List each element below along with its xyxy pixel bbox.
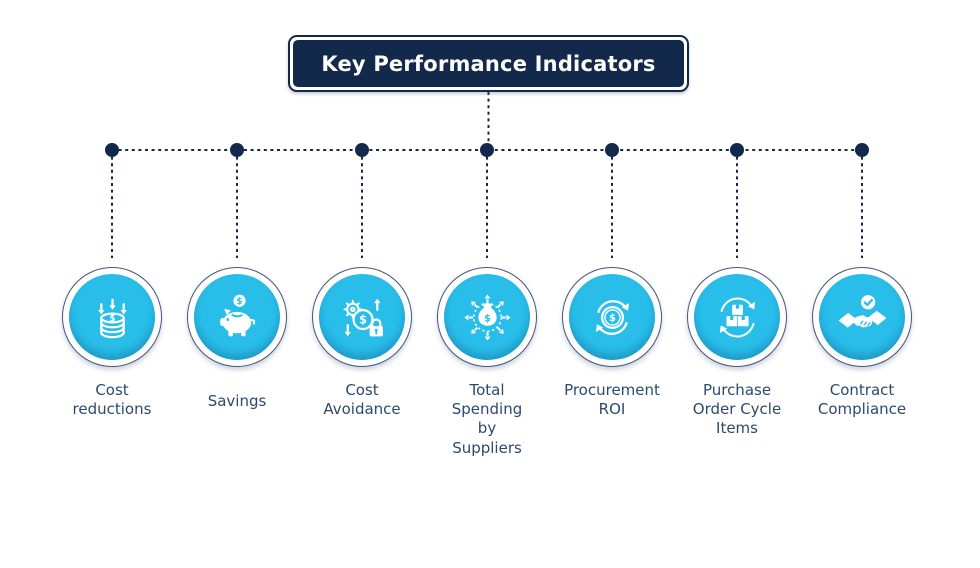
kpi-item-savings: $ Savings bbox=[175, 267, 300, 411]
kpi-circle-fill: $ bbox=[569, 274, 655, 360]
title-box-fill: Key Performance Indicators bbox=[293, 40, 684, 87]
piggy-bank-coin-icon: $ bbox=[219, 294, 255, 336]
kpi-circle-fill bbox=[819, 274, 905, 360]
handshake-check-icon bbox=[838, 294, 886, 328]
kpi-circle-fill: $ bbox=[444, 274, 530, 360]
kpi-circle bbox=[812, 267, 912, 367]
kpi-circle-fill: $ bbox=[319, 274, 405, 360]
kpi-circle: $ bbox=[562, 267, 662, 367]
kpi-item-procurement-roi: $ Procurement ROI bbox=[550, 267, 675, 419]
kpi-item-purchase-order-cycle: Purchase Order Cycle Items bbox=[675, 267, 800, 439]
kpi-label: Contract Compliance bbox=[817, 381, 907, 419]
kpi-label: Cost Avoidance bbox=[323, 381, 401, 419]
dollar-coin-cycle-arrows-icon: $ bbox=[595, 299, 629, 335]
title-box: Key Performance Indicators bbox=[288, 35, 689, 92]
gear-dollar-padlock-icon: $ bbox=[342, 298, 383, 336]
connector-dots bbox=[105, 143, 869, 157]
kpi-circle: $ bbox=[312, 267, 412, 367]
svg-text:$: $ bbox=[359, 313, 367, 326]
kpi-label: Savings bbox=[207, 392, 267, 410]
kpi-label: Procurement ROI bbox=[564, 381, 660, 419]
money-bag-radiating-arrows-icon: $ bbox=[463, 293, 511, 341]
svg-text:$: $ bbox=[236, 297, 242, 307]
kpi-item-cost-avoidance: $ Cost Avoidance bbox=[300, 267, 425, 419]
kpi-circle: $ bbox=[62, 267, 162, 367]
svg-text:$: $ bbox=[109, 313, 115, 323]
svg-text:$: $ bbox=[484, 313, 491, 324]
kpi-circle bbox=[687, 267, 787, 367]
kpi-circle: $ bbox=[187, 267, 287, 367]
coin-stack-down-arrows-icon: $ bbox=[97, 298, 127, 338]
kpi-circle-fill: $ bbox=[69, 274, 155, 360]
svg-text:$: $ bbox=[609, 313, 616, 324]
kpi-circle-fill bbox=[694, 274, 780, 360]
kpi-item-total-spending: $ Total Spending by Suppliers bbox=[425, 267, 550, 458]
kpi-label: Purchase Order Cycle Items bbox=[692, 381, 782, 438]
boxes-cycle-arrows-icon bbox=[719, 297, 755, 337]
kpi-circle-fill: $ bbox=[194, 274, 280, 360]
kpi-circle: $ bbox=[437, 267, 537, 367]
kpi-item-cost-reductions: $ Cost reductions bbox=[50, 267, 175, 419]
page-title: Key Performance Indicators bbox=[321, 51, 656, 76]
kpi-label: Cost reductions bbox=[72, 381, 152, 419]
kpi-item-contract-compliance: Contract Compliance bbox=[800, 267, 925, 419]
kpi-label: Total Spending by Suppliers bbox=[451, 381, 523, 457]
